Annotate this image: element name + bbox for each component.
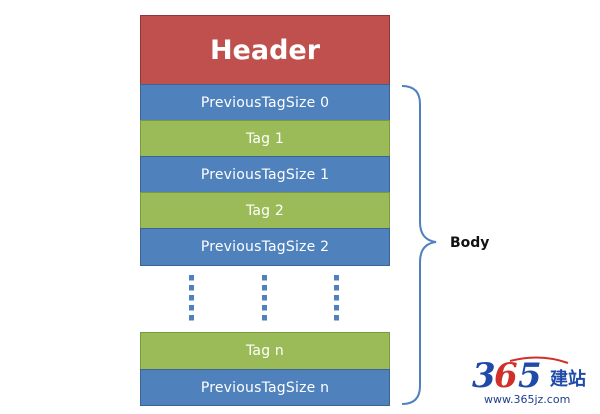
block-label: PreviousTagSize 0 (200, 94, 330, 111)
tag-1-block: Tag 1 (140, 120, 390, 157)
body-label: Body (450, 235, 490, 251)
svg-text:5: 5 (518, 356, 542, 396)
previous-tag-size-n-block: PreviousTagSize n (140, 369, 390, 406)
block-label: PreviousTagSize n (200, 379, 330, 396)
header-label: Header (209, 34, 321, 66)
continuation-dots-middle (262, 275, 267, 323)
block-label: PreviousTagSize 2 (200, 239, 330, 255)
watermark-url: www.365jz.com (484, 393, 571, 406)
watermark-logo-icon: 3 6 5 建站 (472, 356, 586, 396)
block-label: PreviousTagSize 1 (200, 166, 330, 183)
continuation-dots-right (334, 275, 339, 323)
previous-tag-size-2-block: PreviousTagSize 2 (140, 228, 390, 266)
block-label: Tag n (245, 343, 285, 359)
tag-n-block: Tag n (140, 332, 390, 370)
svg-text:3: 3 (472, 356, 496, 396)
svg-text:6: 6 (494, 356, 518, 396)
svg-text:建站: 建站 (550, 368, 586, 390)
continuation-dots-left (189, 275, 194, 323)
tag-2-block: Tag 2 (140, 192, 390, 229)
block-label: Tag 1 (245, 130, 285, 147)
previous-tag-size-0-block: PreviousTagSize 0 (140, 84, 390, 121)
previous-tag-size-1-block: PreviousTagSize 1 (140, 156, 390, 193)
header-block: Header (140, 15, 390, 85)
block-label: Tag 2 (245, 202, 285, 219)
